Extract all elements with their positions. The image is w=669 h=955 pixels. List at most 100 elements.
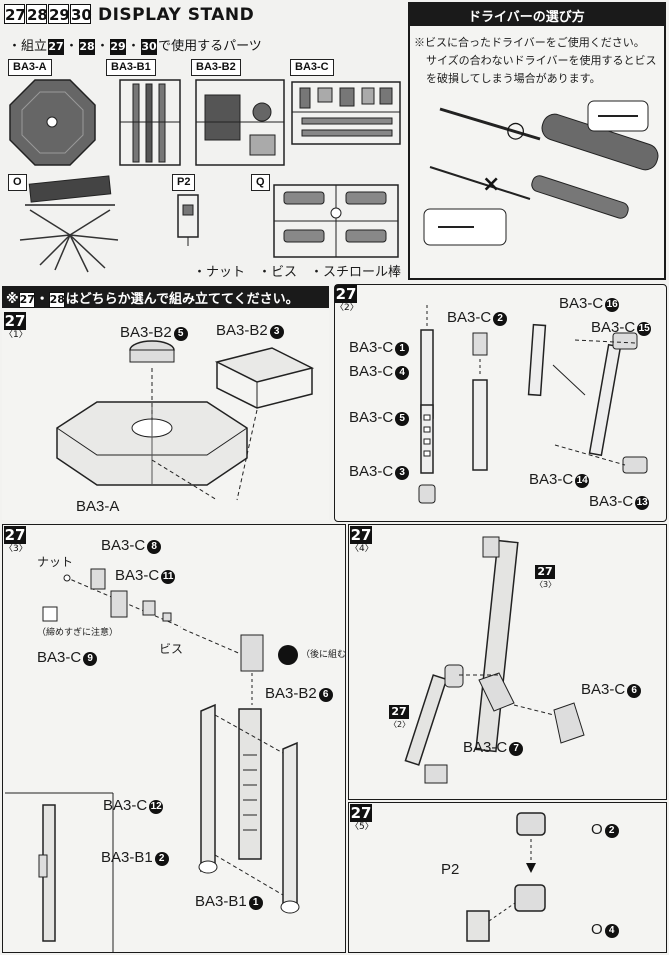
good-mark: ○: [506, 118, 526, 143]
circled-num: 3: [269, 325, 284, 339]
step-27-2-tag: 27〈2〉: [335, 285, 359, 314]
step-27-3-drawing: [5, 568, 300, 952]
small-parts-caption: ・ナット ・ビス ・スチロール棒: [193, 264, 402, 279]
page-title: DISPLAY STAND: [98, 5, 255, 25]
ref-step-number: 27: [389, 705, 409, 719]
parts-num-27: 27: [48, 39, 65, 55]
screw-label: ビス: [159, 642, 184, 656]
choose-note-bar: [2, 286, 329, 308]
step-27-1-tag: 27〈1〉: [4, 312, 28, 341]
part-code: BA3-C: [349, 339, 394, 356]
part-code: O: [591, 921, 603, 938]
part-code: BA3-C: [589, 493, 634, 510]
nut-label: ナット: [37, 555, 74, 569]
circled-num: 5: [173, 327, 188, 341]
circled-num: 2: [604, 824, 619, 838]
ref-27-3-tag: 27〈3〉: [535, 565, 557, 590]
screwdriver-title-bar: ドライバーの選び方: [410, 4, 664, 26]
choose-note-prefix: ※: [6, 292, 19, 307]
step-27-4-tag: 27〈4〉: [350, 526, 374, 555]
step-number: 27: [350, 804, 372, 822]
step-number: 27: [350, 526, 372, 544]
header-step-27: 27: [4, 4, 26, 24]
circled-num: 7: [509, 742, 524, 756]
step-sub: 〈1〉: [4, 330, 28, 340]
circled-num: 16: [605, 298, 620, 312]
choose-num-27: 27: [18, 292, 35, 308]
screwdriver-note-2: サイズの合わないドライバーを使用するとビス: [426, 55, 657, 67]
circled-num: 11: [161, 570, 176, 584]
ref-step-sub: 〈3〉: [535, 580, 557, 589]
step-number: 27: [4, 312, 26, 330]
circled-num: 13: [635, 496, 650, 510]
parts-num-29: 29: [110, 39, 127, 55]
label-ba3-a: BA3-A: [76, 498, 120, 515]
part-code: BA3-C: [349, 363, 394, 380]
circled-num: 2: [154, 852, 169, 866]
circled-num: 14: [575, 474, 590, 488]
choose-note-text: はどちらか選んで組み立ててください。: [65, 292, 299, 307]
screwdriver-note-3: を破損してしまう場合があります。: [426, 73, 601, 85]
part-code: BA3-C: [37, 649, 82, 666]
circled-num: 15: [637, 322, 652, 336]
ref-27-2-tag: 27〈2〉: [389, 705, 411, 730]
ref-step-sub: 〈2〉: [389, 720, 411, 729]
header-steps: 27282930: [4, 4, 92, 24]
part-code: BA3-C: [101, 537, 146, 554]
runner-code-ba3-a: BA3-A: [8, 59, 52, 76]
step-sub: 〈4〉: [350, 544, 374, 554]
step-number: 27: [4, 526, 26, 544]
circled-num: 5: [395, 412, 410, 426]
part-code: BA3-C: [349, 463, 394, 480]
parts-line-prefix: ・組立: [8, 39, 48, 54]
circled-num: 6: [318, 688, 333, 702]
part-code: BA3-B2: [265, 685, 317, 702]
part-code: O: [591, 821, 603, 838]
part-code: BA3-C: [463, 739, 508, 756]
part-code: BA3-B1: [101, 849, 153, 866]
step-27-4-drawing: [404, 536, 585, 784]
part-code: BA3-C: [103, 797, 148, 814]
label-p2: P2: [441, 861, 460, 878]
circled-num: 1: [248, 896, 263, 910]
part-code: BA3-C: [581, 681, 626, 698]
step-27-5-tag: 27〈5〉: [350, 804, 374, 833]
parts-line: ・組立27・28・29・30で使用するパーツ: [8, 39, 262, 55]
choose-num-28: 28: [48, 292, 65, 308]
circled-num: 9: [83, 652, 98, 666]
header-step-30: 30: [70, 4, 92, 24]
step-number: 27: [335, 285, 357, 303]
choose-note: ※27・28はどちらか選んで組み立ててください。: [6, 292, 299, 308]
step-27-3-tag: 27〈3〉: [4, 526, 28, 555]
step-sub: 〈2〉: [335, 303, 359, 313]
step-27-1-drawing: [56, 340, 315, 501]
label-ba3-b2-5-code: BA3-B2: [120, 324, 172, 341]
step-27-2-drawing: [418, 305, 648, 504]
circled-num: 2: [493, 312, 508, 326]
runner-code-p2: P2: [172, 174, 196, 191]
runner-code-ba3-b1: BA3-B1: [106, 59, 156, 76]
part-code: BA3-C: [349, 409, 394, 426]
parts-line-suffix: で使用するパーツ: [158, 39, 262, 54]
runner-code-ba3-b2: BA3-B2: [191, 59, 241, 76]
step-sub: 〈5〉: [350, 822, 374, 832]
label-ba3-b2-3-code: BA3-B2: [216, 322, 268, 339]
header-step-28: 28: [26, 4, 48, 24]
